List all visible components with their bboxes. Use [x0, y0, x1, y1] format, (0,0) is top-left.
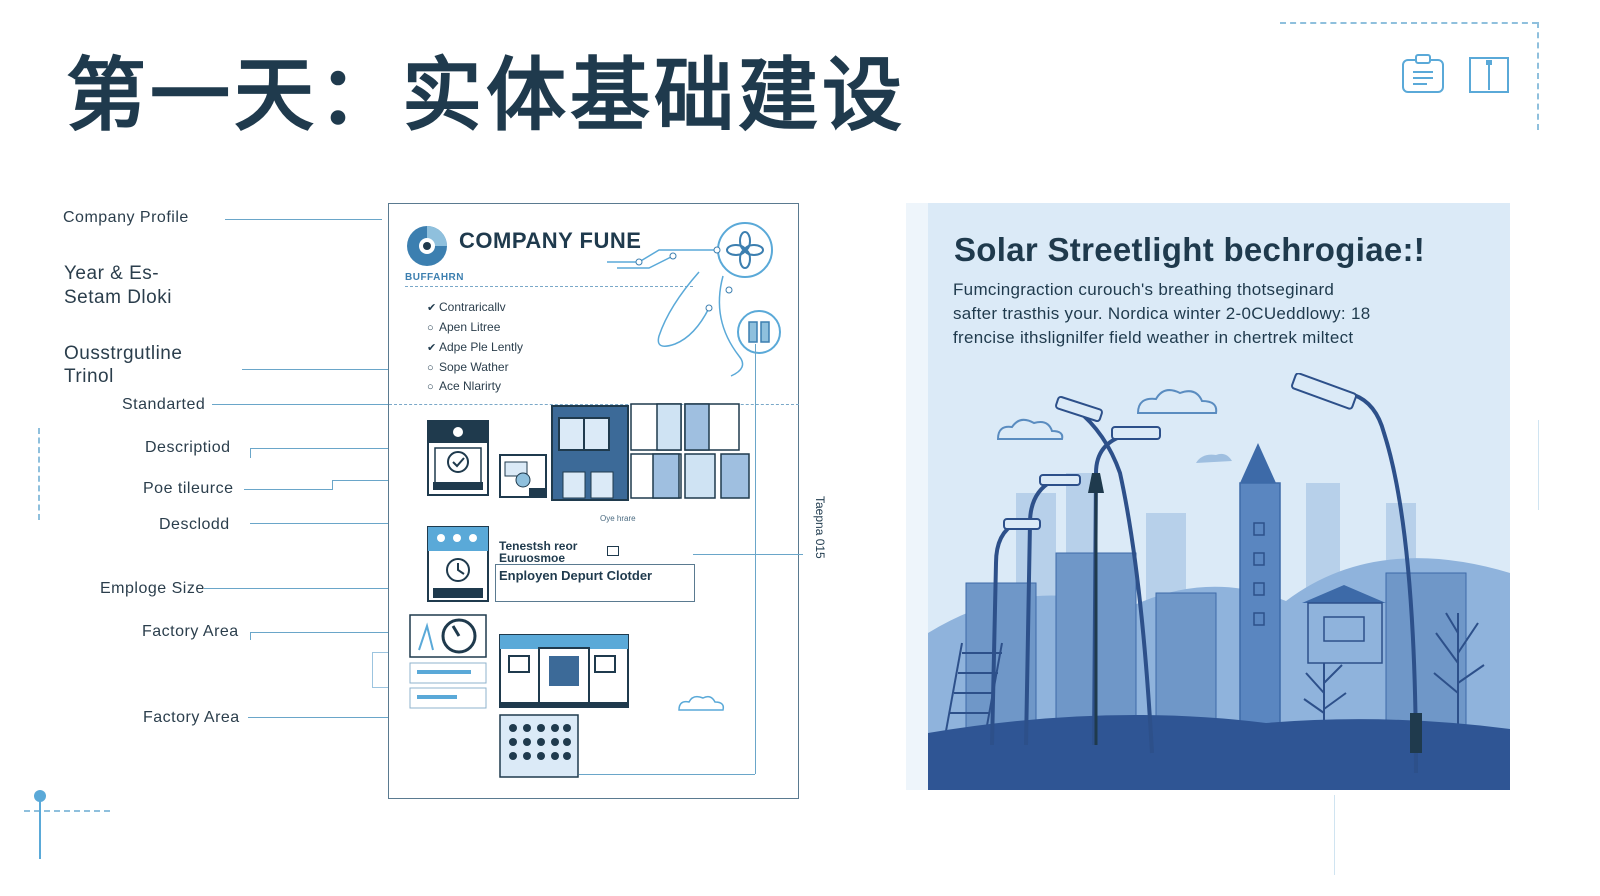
panel-body: Fumcingraction curouch's breathing thots… — [953, 278, 1493, 350]
gauge-icon — [409, 614, 487, 658]
label-descriptiod: Descriptiod — [145, 439, 231, 456]
small-box — [607, 546, 619, 556]
decor-pin-line — [39, 797, 41, 859]
decor-dashed-right — [1537, 22, 1539, 130]
label-emploge-size: Emploge Size — [100, 580, 205, 597]
company-logo-icon — [405, 224, 449, 268]
cloud-icon — [678, 695, 725, 711]
panel-grid-graphic — [630, 403, 750, 499]
decor-line — [1538, 420, 1539, 510]
streetlight-illustration — [928, 373, 1510, 790]
checklist-item: ✔Adpe Ple Lently — [427, 340, 524, 354]
label-standarted: Standarted — [122, 396, 206, 413]
page-title: 第一天：实体基础建设 — [66, 49, 906, 142]
block-text-line2: Euruosmoe — [499, 551, 566, 565]
building-block-icon — [551, 405, 629, 501]
label-poe-tileurce: Poe tileurce — [143, 480, 234, 497]
panel-title: Solar Streetlight bechrogiae:! — [954, 231, 1426, 268]
label-year-line2: Setam Dloki — [64, 287, 172, 308]
checklist-item: ✔Contraricallv — [427, 300, 506, 314]
label-desclodd: Desclodd — [159, 516, 230, 533]
checklist-item: ○Ace Nlarirty — [427, 379, 502, 393]
label-ouss-line2: Trinol — [64, 366, 114, 387]
checklist-item: ○Sope Wather — [427, 360, 509, 374]
panel-edge — [906, 203, 928, 790]
server-grid-icon — [499, 714, 579, 778]
connector-line — [579, 774, 755, 775]
leader-line — [242, 369, 428, 370]
side-label: Taepna 015 — [813, 496, 827, 559]
leader-line — [225, 219, 382, 220]
device-card-icon — [427, 526, 489, 602]
decor-dashed-bottom — [24, 810, 110, 812]
form-strips-graphic — [409, 662, 487, 709]
label-ouss-line1: Ousstrgutline — [64, 343, 183, 364]
document-subheading: BUFFAHRN — [405, 272, 464, 283]
leader-line — [212, 404, 388, 405]
sensor-icon — [748, 321, 770, 343]
circuit-graphic — [607, 222, 781, 377]
leader-line — [244, 489, 332, 490]
leader-line — [332, 480, 428, 481]
leader-line — [248, 717, 498, 718]
leader-line — [250, 448, 428, 449]
label-factory-area-2: Factory Area — [143, 709, 240, 726]
decor-dashed-left — [38, 428, 40, 520]
leader-line — [250, 523, 518, 524]
device-panel-icon — [427, 420, 489, 496]
decor-line — [1334, 795, 1335, 875]
document-heading: COMPANY FUNE — [459, 228, 642, 253]
panel-body-line: safter trasthis your. Nordica winter 2-0… — [953, 304, 1371, 323]
info-panel-icon[interactable] — [1468, 56, 1510, 94]
company-document-card: COMPANY FUNE BUFFAHRN ✔Contraricallv ○Ap… — [388, 203, 803, 799]
info-box — [495, 564, 695, 602]
panel-body-line: Fumcingraction curouch's breathing thots… — [953, 280, 1335, 299]
divider — [389, 404, 799, 405]
decor-pin-dot — [34, 790, 46, 802]
leader-line — [250, 632, 251, 640]
divider — [405, 286, 693, 287]
connector-line — [755, 344, 756, 774]
solar-streetlight-panel: Solar Streetlight bechrogiae:! Fumcingra… — [906, 203, 1510, 790]
label-year-line1: Year & Es- — [64, 263, 160, 284]
fan-icon — [726, 231, 764, 269]
block-text-line3: Enployen Depurt Clotder — [499, 568, 653, 583]
tiny-label: Oye hrare — [600, 514, 636, 523]
leader-line — [250, 448, 251, 458]
small-monitor-icon — [499, 454, 547, 498]
checklist-item: ○Apen Litree — [427, 320, 501, 334]
decor-dashed-top — [1280, 22, 1538, 24]
leader-line — [693, 554, 803, 555]
panel-body-line: frencise ithslignilfer field weather in … — [953, 328, 1354, 347]
leader-line — [250, 632, 410, 633]
factory-building-icon — [499, 634, 629, 708]
clipboard-icon[interactable] — [1400, 52, 1446, 94]
leader-line — [204, 588, 424, 589]
label-company-profile: Company Profile — [63, 209, 189, 226]
leader-line — [332, 480, 333, 490]
label-factory-area-1: Factory Area — [142, 623, 239, 640]
block-text-line1: Tenestsh reor — [499, 539, 578, 553]
